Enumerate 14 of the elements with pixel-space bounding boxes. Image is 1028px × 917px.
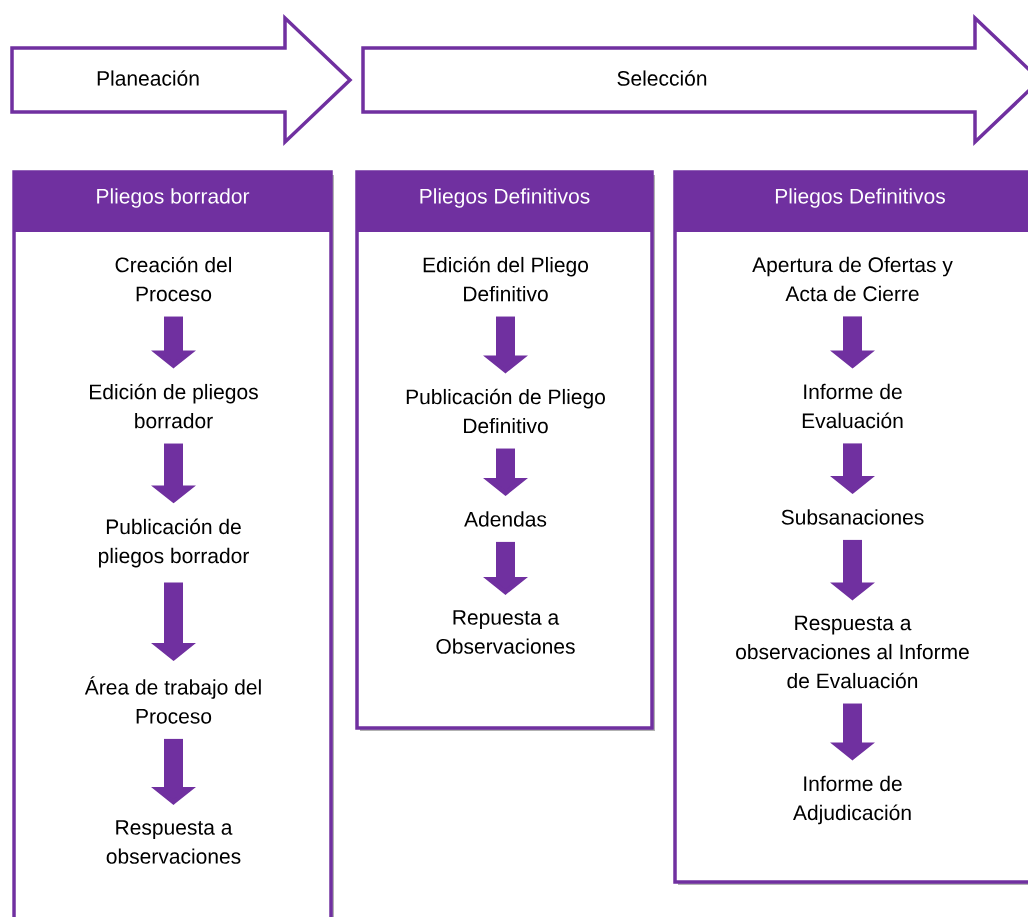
- step-text: Publicación de Pliego Definitivo: [406, 388, 605, 434]
- step-text: Adendas: [464, 511, 547, 527]
- step-text: Subsanaciones: [781, 509, 924, 525]
- step-text: Edición del Pliego Definitivo: [423, 256, 589, 302]
- step-text: Edición de pliegos borrador: [90, 383, 258, 429]
- step-text: Creación del Proceso: [115, 256, 231, 302]
- step-text: Repuesta a Observaciones: [436, 610, 575, 654]
- step-text: Apertura de Ofertas y Acta de Cierre: [752, 256, 953, 302]
- step-text: Informe de Adjudicación: [793, 775, 911, 825]
- step-text: Informe de Evaluación: [802, 383, 903, 429]
- step-text: Respuesta a observaciones al Informe de Evaluación: [736, 615, 969, 689]
- step-text: Publicación de pliegos borrador: [99, 518, 249, 568]
- step-text: Respuesta a observaciones: [106, 820, 241, 864]
- step-text: Área de trabajo del Proceso: [84, 676, 261, 724]
